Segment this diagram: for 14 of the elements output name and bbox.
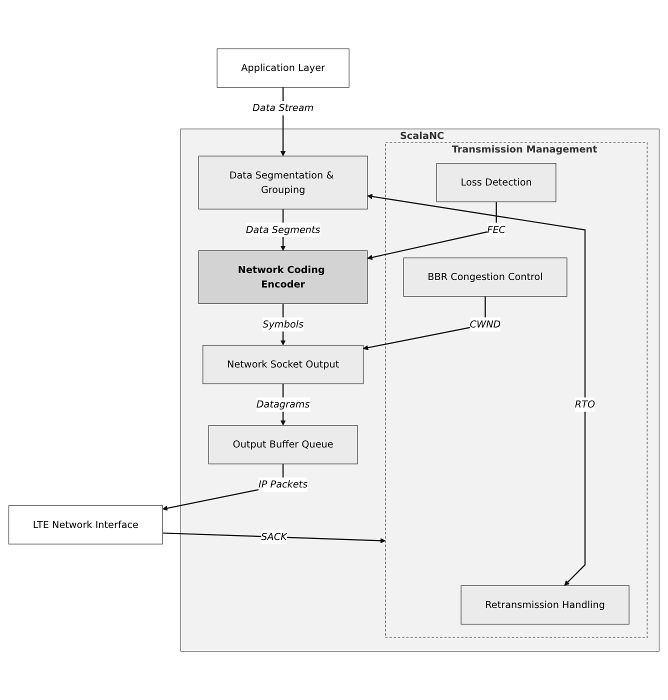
process-box: Application Layer <box>216 48 350 88</box>
arrow <box>367 202 497 260</box>
process-box: Output Buffer Queue <box>208 425 358 464</box>
process-box: Loss Detection <box>436 162 556 202</box>
group-title: ScalaNC <box>400 130 444 142</box>
group-title: Transmission Management <box>452 144 598 156</box>
process-box: Retransmission Handling <box>460 585 630 624</box>
arrow <box>367 194 586 586</box>
process-box: Data Segmentation & Grouping <box>198 156 368 210</box>
process-box: LTE Network Interface <box>8 505 163 544</box>
process-box: Network Coding Encoder <box>198 250 368 304</box>
process-box: BBR Congestion Control <box>403 258 568 297</box>
arrow <box>162 532 386 544</box>
process-box: Network Socket Output <box>202 344 364 384</box>
